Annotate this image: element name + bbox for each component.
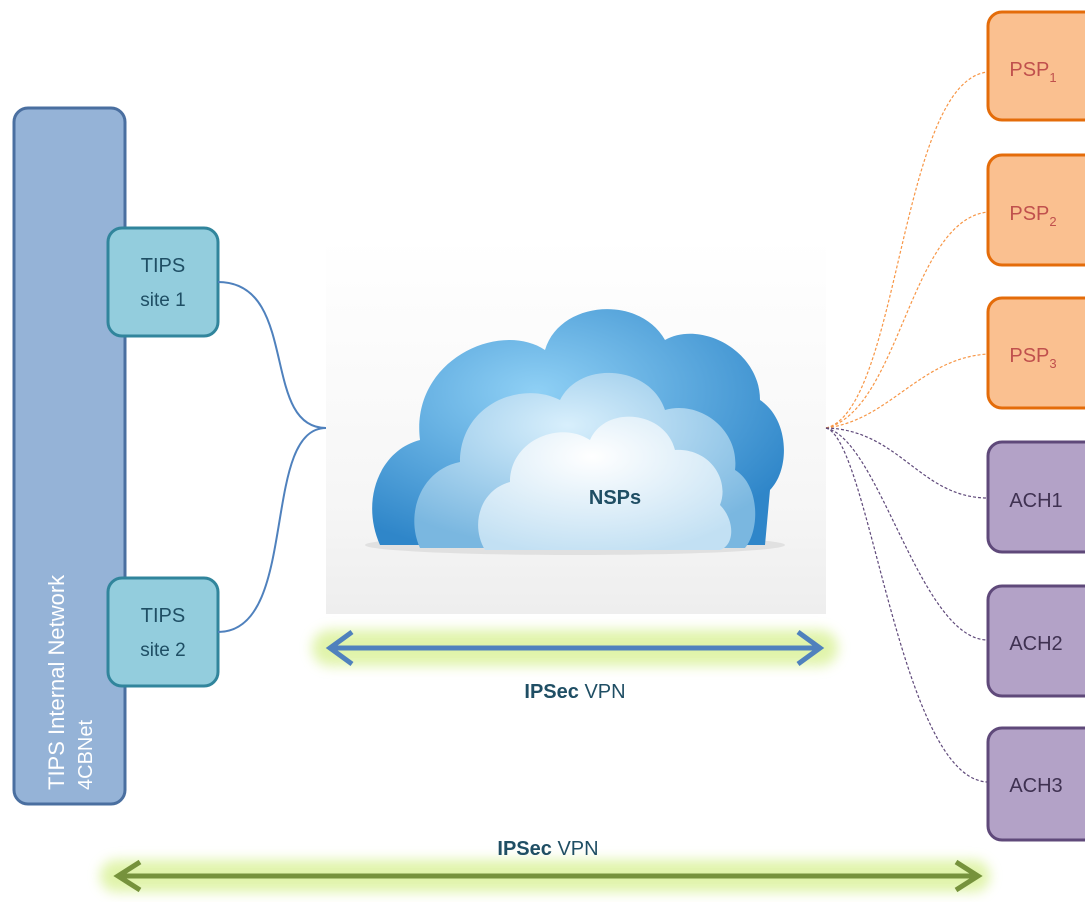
nsp-vpn-rest: VPN — [579, 681, 626, 703]
nsp-vpn-bold: IPSec — [524, 681, 578, 703]
psp-1-label: PSP1 — [1009, 59, 1056, 85]
ach-box-2: ACH2 — [986, 584, 1085, 698]
ach-box-1: ACH1 — [986, 440, 1085, 554]
site-1-line1: TIPS — [141, 255, 185, 277]
cloud-label: NSPs — [589, 487, 641, 509]
internal-network-title: TIPS Internal Network — [44, 574, 69, 790]
internal-network-subtitle: 4CBNet — [75, 720, 97, 790]
tips-site-1: TIPS site 1 — [106, 226, 220, 338]
psp-box-1: PSP1 — [986, 10, 1085, 122]
ach-2-label: ACH2 — [1009, 633, 1062, 655]
bottom-vpn-label: IPSec VPN — [497, 838, 598, 860]
cloud-image: NSPs — [326, 238, 826, 614]
participant-connectors — [825, 71, 989, 783]
nsp-vpn-label: IPSec VPN — [524, 681, 625, 703]
psp-3-label: PSP3 — [1009, 345, 1056, 371]
site-1-line2: site 1 — [140, 290, 185, 311]
site-connector-bracket — [217, 281, 327, 633]
bottom-vpn-bold: IPSec — [497, 838, 551, 860]
psp-box-2: PSP2 — [986, 153, 1085, 267]
nsp-vpn-arrow — [312, 629, 838, 667]
site-2-line1: TIPS — [141, 605, 185, 627]
site-2-line2: site 2 — [140, 640, 185, 661]
ach-3-label: ACH3 — [1009, 775, 1062, 797]
tips-site-2: TIPS site 2 — [106, 576, 220, 688]
bottom-vpn-arrow — [100, 859, 990, 893]
internal-network-box: TIPS Internal Network 4CBNet — [12, 106, 127, 806]
ach-box-3: ACH3 — [986, 726, 1085, 842]
psp-box-3: PSP3 — [986, 296, 1085, 410]
bottom-vpn-rest: VPN — [552, 838, 599, 860]
psp-2-label: PSP2 — [1009, 203, 1056, 229]
ach-1-label: ACH1 — [1009, 490, 1062, 512]
